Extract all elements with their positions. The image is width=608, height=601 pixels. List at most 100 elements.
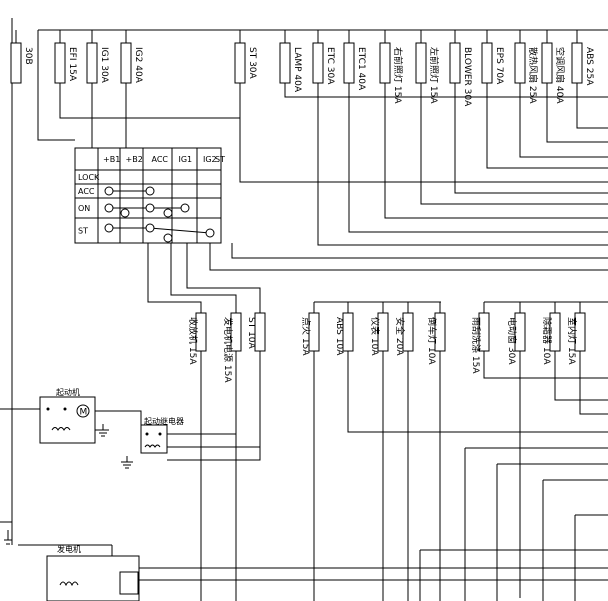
- terminal-dot: [158, 432, 162, 436]
- fuse-b12: [574, 312, 586, 352]
- starter-motor-box: [39, 396, 96, 444]
- fuse-label: 左前照灯 15A: [428, 47, 440, 104]
- wire: [167, 351, 261, 461]
- fuse-f6: [279, 42, 291, 84]
- regulator-box: [119, 571, 139, 595]
- wire: [554, 351, 608, 401]
- fuse-f7: [312, 42, 324, 84]
- fuse-b4: [308, 312, 320, 352]
- motor-icon: [76, 404, 90, 418]
- fuse-label: 收放机 15A: [187, 317, 199, 365]
- fuse-b11: [549, 312, 561, 352]
- fuse-label: 仪表 10A: [369, 317, 381, 356]
- fuse-output-wire: [239, 83, 608, 183]
- terminal-dot: [63, 407, 67, 411]
- ignition-row-label: ST: [78, 227, 88, 236]
- fuse-b2: [230, 312, 242, 352]
- wire: [209, 243, 608, 271]
- wire: [579, 351, 608, 415]
- starter-motor: 起动机 M: [39, 387, 96, 444]
- fuse-label: ST 10A: [246, 317, 256, 350]
- fuse-label: IG1 30A: [99, 47, 109, 84]
- fuse-f8: [343, 42, 355, 84]
- fuse-label: 点火 15A: [300, 317, 311, 356]
- ignition-row-label: ACC: [78, 187, 95, 196]
- ignition-row-label: LOCK: [78, 173, 100, 182]
- generator: 发电机: [46, 544, 140, 601]
- ignition-header: IG1: [179, 155, 193, 164]
- fuse-output-wire: [284, 83, 608, 98]
- fuse-b5: [342, 312, 354, 352]
- fuse-output-wire: [546, 83, 608, 143]
- fuse-output-wire: [576, 83, 608, 129]
- fuse-label: 空调风扇 40A: [554, 47, 566, 104]
- wire: [483, 351, 608, 379]
- wire: [170, 243, 237, 315]
- ignition-row-label: ON: [78, 204, 90, 213]
- fuse-f5: [234, 42, 246, 84]
- fuse-f1: [10, 42, 22, 84]
- contact-point: [145, 186, 155, 196]
- fuse-output-wire: [486, 83, 608, 169]
- fuse-label: 室内灯 15A: [566, 317, 578, 365]
- starter-motor-label: 起动机: [56, 387, 80, 397]
- relay-coil-icon: [144, 444, 161, 448]
- fuse-f12: [481, 42, 493, 84]
- fuse-label: 右前照灯 15A: [392, 47, 404, 104]
- fuse-b1: [195, 312, 207, 352]
- fuse-output-wire: [519, 83, 608, 158]
- contact-point: [180, 203, 190, 213]
- ignition-header: IG2: [203, 155, 217, 164]
- fuse-label: LAMP 40A: [292, 47, 302, 93]
- contact-point: [145, 203, 155, 213]
- ignition-switch-contacts: [104, 186, 215, 243]
- fuse-output-wire: [420, 83, 608, 205]
- wire: [347, 351, 608, 433]
- wires-layer: [0, 18, 608, 601]
- fuse-label: EFI 15A: [67, 47, 77, 82]
- motor-icon-letter: M: [80, 408, 88, 418]
- bottom-fuse-row: 收放机 15A 发电机电源 15A ST 10A 点火 15A ABS 10A 仪表 10…: [187, 312, 586, 383]
- fuse-output-wire: [384, 83, 608, 219]
- fuse-output-wire: [317, 83, 608, 246]
- wire: [95, 410, 142, 434]
- contact-point: [163, 233, 173, 243]
- coil-icon: [51, 427, 71, 431]
- fuse-label: 30B: [23, 47, 33, 65]
- fuse-label: EPS 70A: [494, 47, 504, 85]
- fuse-label: 电动窗 30A: [506, 317, 518, 365]
- fuse-b6: [377, 312, 389, 352]
- fuse-label: 倒车灯 10A: [426, 317, 438, 365]
- fuse-b3: [254, 312, 266, 352]
- terminal-dot: [46, 407, 50, 411]
- fuse-label: 安全 20A: [394, 317, 406, 356]
- fuse-f15: [571, 42, 583, 84]
- contact-point: [163, 208, 173, 218]
- contact-point: [145, 223, 155, 233]
- fuse-f2: [54, 42, 66, 84]
- fuse-label: ABS 25A: [584, 47, 594, 86]
- fuse-label: ABS 10A: [334, 317, 344, 356]
- fuse-f14: [541, 42, 553, 84]
- contact-point: [104, 186, 114, 196]
- fuse-f9: [379, 42, 391, 84]
- wire: [37, 110, 75, 141]
- fuse-label: 发电机电源 15A: [222, 317, 234, 383]
- fuse-label: ETC 30A: [325, 47, 335, 85]
- generator-label: 发电机: [57, 544, 81, 554]
- starter-relay-box: [140, 424, 168, 454]
- fuse-label: IG2 40A: [133, 47, 143, 84]
- wire: [59, 83, 241, 182]
- fuse-label: ETC1 40A: [356, 47, 366, 91]
- fuse-f4: [120, 42, 132, 84]
- fuse-label: 雨刮洗涤 15A: [470, 317, 482, 374]
- fuse-b9: [478, 312, 490, 352]
- ignition-header: ST: [215, 155, 225, 164]
- wire: [231, 243, 608, 259]
- fuse-f13: [514, 42, 526, 84]
- fuse-b8: [434, 312, 446, 352]
- fuse-output-wire: [454, 83, 608, 194]
